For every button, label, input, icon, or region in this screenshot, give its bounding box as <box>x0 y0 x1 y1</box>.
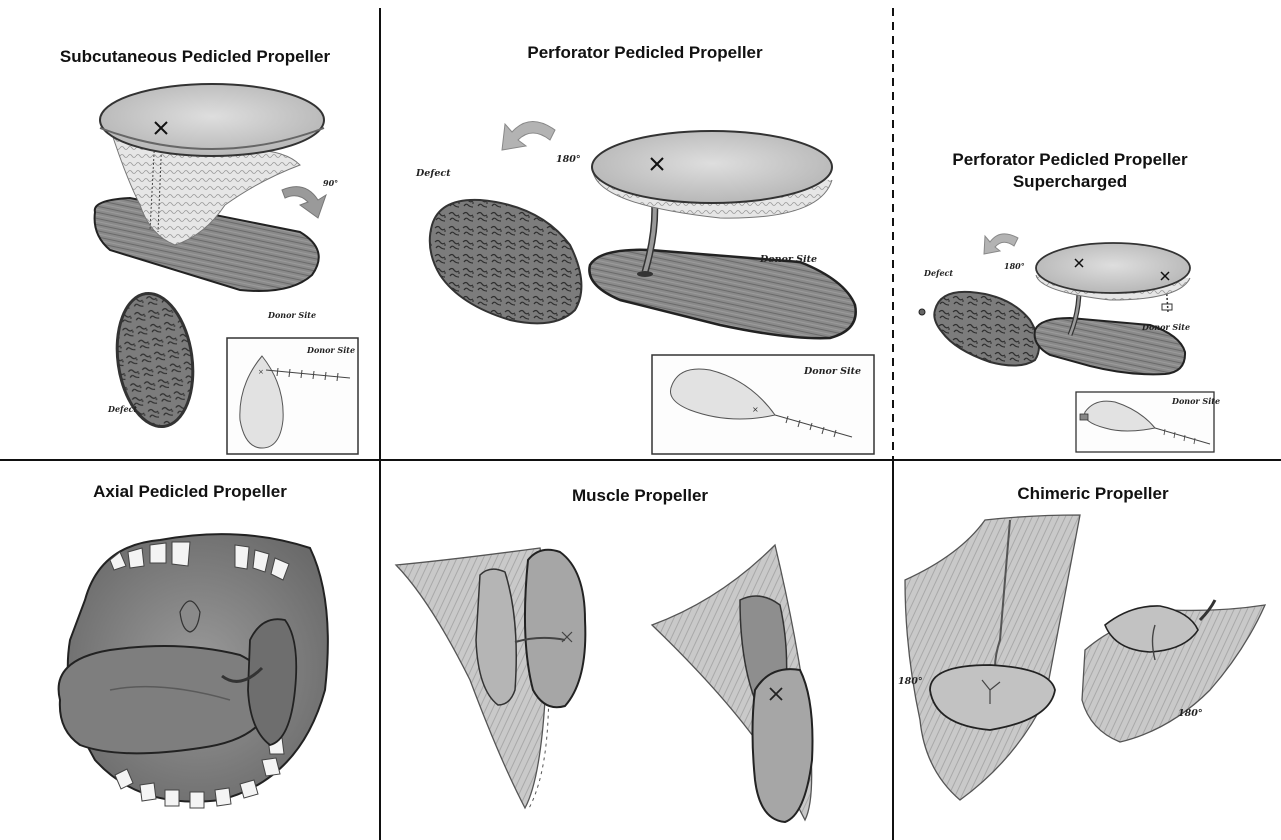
skin-paddle <box>592 131 832 218</box>
defect-label: Defect <box>107 404 137 414</box>
panel-axial: Axial Pedicled Propeller <box>59 482 328 808</box>
chimeric-muscle-left <box>905 515 1080 800</box>
chimeric-muscle-right <box>1082 600 1265 742</box>
rotation-angle-label-right: 180° <box>1178 708 1203 719</box>
panel-supercharged: Perforator Pedicled Propeller Supercharg… <box>919 150 1220 452</box>
svg-text:×: × <box>258 368 264 376</box>
panel-title-muscle: Muscle Propeller <box>572 486 708 505</box>
defect-label: Defect <box>923 268 953 278</box>
panel-title-axial: Axial Pedicled Propeller <box>93 482 287 501</box>
panel-chimeric: Chimeric Propeller 180° 180° <box>898 484 1265 800</box>
donor-site-label: Donor Site <box>1141 322 1190 332</box>
rotation-arrow <box>984 234 1018 254</box>
rotation-arrow <box>502 121 555 150</box>
anastomosis-clip-icon <box>919 309 925 315</box>
defect-wound <box>934 292 1039 366</box>
donor-site-label: Donor Site <box>759 254 817 265</box>
inset-donor-site-label: Donor Site <box>803 366 861 377</box>
panel-muscle: Muscle Propeller <box>396 486 813 822</box>
rotation-angle-label-left: 180° <box>898 676 923 687</box>
svg-text:×: × <box>752 405 759 414</box>
inset-donor-site-label: Donor Site <box>1171 396 1220 406</box>
open-mouth-illustration <box>59 534 328 808</box>
inset-closure-diagram: × <box>227 338 358 454</box>
panel-title-supercharged-line1: Perforator Pedicled Propeller <box>952 150 1188 169</box>
rotation-angle-label: 180° <box>1004 261 1025 271</box>
skin-paddle <box>100 84 324 156</box>
rotation-angle-label: 90° <box>323 178 338 188</box>
defect-label: Defect <box>415 168 451 179</box>
muscle-illustration-before <box>396 548 585 810</box>
inset-donor-site-label: Donor Site <box>306 345 355 355</box>
panel-title-chimeric: Chimeric Propeller <box>1017 484 1169 503</box>
panel-perforator: Perforator Pedicled Propeller 180° Defec… <box>415 43 874 454</box>
rotation-arrow <box>282 187 326 218</box>
muscle-illustration-after <box>652 545 813 822</box>
panel-title-supercharged-line2: Supercharged <box>1013 172 1127 191</box>
skin-paddle <box>1036 243 1190 300</box>
donor-site-label: Donor Site <box>267 310 316 320</box>
panel-subcutaneous: Subcutaneous Pedicled Propeller 90° Defe… <box>60 47 358 454</box>
panel-title-subcutaneous: Subcutaneous Pedicled Propeller <box>60 47 331 66</box>
rotation-angle-label: 180° <box>556 154 581 165</box>
defect-wound <box>430 200 582 323</box>
panel-title-perforator: Perforator Pedicled Propeller <box>527 43 763 62</box>
